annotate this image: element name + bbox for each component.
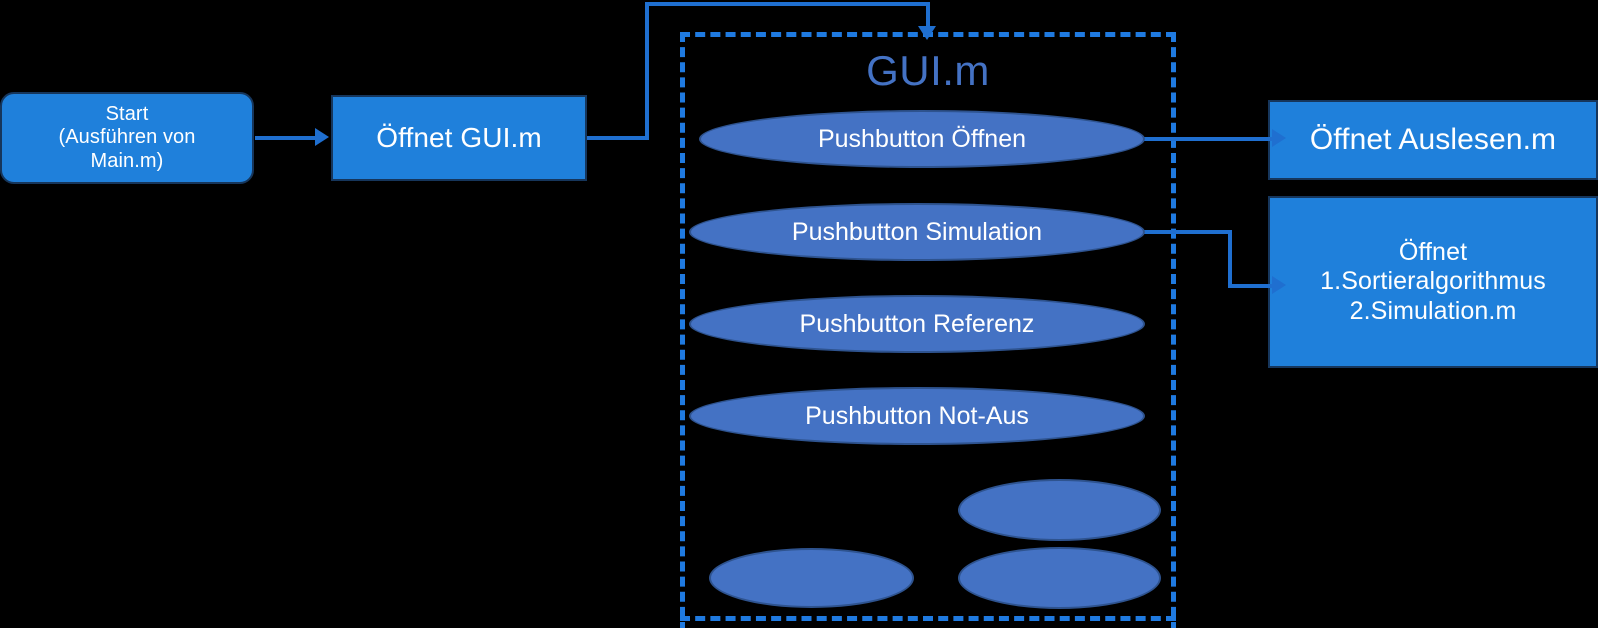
pushbutton-referenz-label: Pushbutton Referenz xyxy=(799,309,1035,338)
pushbutton-simulation[interactable]: Pushbutton Simulation xyxy=(689,203,1145,261)
connector-simulation-to-sortier-arrowhead-icon xyxy=(1272,276,1286,294)
pushbutton-unlabeled-1[interactable] xyxy=(958,479,1161,541)
connector-opengui-to-container-segment-1 xyxy=(587,136,649,140)
node-open-sortier-line3: 2.Simulation.m xyxy=(1349,296,1517,325)
node-start-line2: (Ausführen von xyxy=(58,126,196,149)
node-start-text: Start (Ausführen von Main.m) xyxy=(58,103,195,174)
gui-container-bottom-edge xyxy=(680,616,1176,621)
pushbutton-unlabeled-3[interactable] xyxy=(958,547,1161,609)
node-open-auslesen-label: Öffnet Auslesen.m xyxy=(1309,123,1557,157)
pushbutton-simulation-label: Pushbutton Simulation xyxy=(791,217,1043,246)
node-start-line3: Main.m) xyxy=(90,149,164,172)
connector-opengui-to-container-arrowhead-icon xyxy=(918,26,936,40)
node-open-gui[interactable]: Öffnet GUI.m xyxy=(331,95,587,181)
pushbutton-unlabeled-2[interactable] xyxy=(709,548,914,608)
pushbutton-oeffnen[interactable]: Pushbutton Öffnen xyxy=(699,110,1145,168)
connector-opengui-to-container-segment-2 xyxy=(645,2,649,140)
node-open-sortier-line2: 1.Sortieralgorithmus xyxy=(1320,267,1546,296)
connector-simulation-to-sortier-segment-2 xyxy=(1228,230,1232,288)
node-open-sortier-text: Öffnet 1.Sortieralgorithmus 2.Simulation… xyxy=(1320,238,1546,327)
connector-opengui-to-container-segment-3 xyxy=(645,2,930,6)
gui-container-title: GUI.m xyxy=(866,47,990,94)
connector-simulation-to-sortier-segment-1 xyxy=(1140,230,1232,234)
connector-start-to-opengui-line xyxy=(255,136,317,140)
connector-opengui-to-container-segment-4 xyxy=(926,2,930,28)
pushbutton-referenz[interactable]: Pushbutton Referenz xyxy=(689,295,1145,353)
node-open-sortier[interactable]: Öffnet 1.Sortieralgorithmus 2.Simulation… xyxy=(1268,196,1598,368)
pushbutton-oeffnen-label: Pushbutton Öffnen xyxy=(817,124,1027,153)
connector-start-to-opengui-arrowhead-icon xyxy=(315,128,329,146)
node-open-sortier-line1: Öffnet xyxy=(1398,237,1468,266)
node-start-line1: Start xyxy=(105,102,149,125)
pushbutton-not-aus[interactable]: Pushbutton Not-Aus xyxy=(689,387,1145,445)
pushbutton-not-aus-label: Pushbutton Not-Aus xyxy=(805,401,1029,430)
node-start[interactable]: Start (Ausführen von Main.m) xyxy=(0,92,254,184)
connector-oeffnen-to-auslesen-arrowhead-icon xyxy=(1272,129,1286,147)
connector-oeffnen-to-auslesen-line xyxy=(1140,137,1276,141)
node-open-auslesen[interactable]: Öffnet Auslesen.m xyxy=(1268,100,1598,180)
connector-simulation-to-sortier-segment-3 xyxy=(1228,284,1276,288)
node-open-gui-label: Öffnet GUI.m xyxy=(376,122,542,154)
